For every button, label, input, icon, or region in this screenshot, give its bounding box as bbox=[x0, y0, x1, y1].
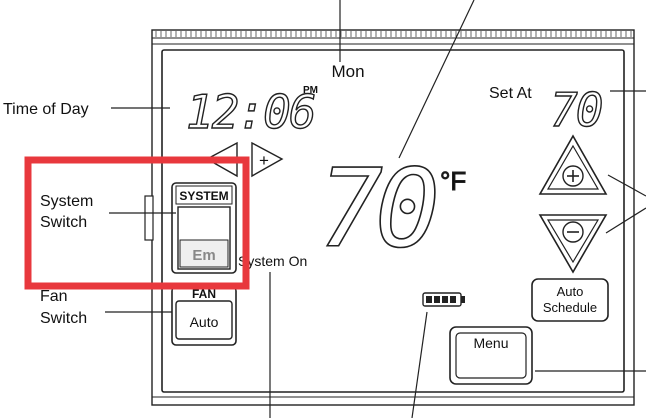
day-of-week: Mon bbox=[331, 62, 364, 81]
callout-system-switch-line2: Switch bbox=[40, 214, 87, 231]
temperature-unit: °F bbox=[440, 166, 466, 196]
system-mode: Em bbox=[192, 247, 215, 264]
time-right-arrow-icon[interactable] bbox=[251, 141, 284, 178]
callout-fan-switch-line2: Switch bbox=[40, 310, 87, 327]
callout-time-of-day: Time of Day bbox=[3, 101, 89, 118]
top-edge-ticks bbox=[155, 31, 632, 37]
set-at-label: Set At bbox=[489, 85, 532, 102]
callout-fan-switch-line1: Fan bbox=[40, 288, 68, 305]
temp-up-button[interactable] bbox=[538, 134, 608, 195]
temp-down-button[interactable] bbox=[538, 214, 608, 274]
room-temperature: 70 bbox=[318, 147, 435, 272]
lcd-screen bbox=[161, 49, 625, 393]
menu-button[interactable]: Menu bbox=[449, 326, 533, 385]
system-status: System On bbox=[238, 253, 307, 269]
time-period: PM bbox=[303, 85, 318, 96]
callout-system-switch-line1: System bbox=[40, 193, 93, 210]
system-header: SYSTEM bbox=[179, 189, 228, 203]
fan-mode: Auto bbox=[190, 314, 219, 330]
fan-header: FAN bbox=[192, 287, 216, 301]
auto-schedule-line1: Auto bbox=[557, 284, 584, 299]
fan-switch[interactable]: FAN Auto bbox=[171, 286, 237, 346]
set-temperature: 70 bbox=[550, 83, 602, 137]
thermostat-housing bbox=[151, 29, 635, 406]
auto-schedule-button[interactable]: Auto Schedule bbox=[531, 278, 609, 322]
time-plus-label: + bbox=[259, 151, 269, 170]
time-digits: 12:06 bbox=[186, 85, 315, 139]
time-display: 12:06 PM bbox=[185, 84, 318, 139]
battery-icon bbox=[422, 292, 465, 307]
system-switch[interactable]: SYSTEM Em bbox=[171, 182, 237, 274]
callout-lines bbox=[105, 0, 646, 418]
side-tab bbox=[144, 195, 154, 241]
menu-label: Menu bbox=[473, 335, 508, 351]
highlight-box bbox=[24, 156, 250, 290]
auto-schedule-line2: Schedule bbox=[543, 300, 597, 315]
